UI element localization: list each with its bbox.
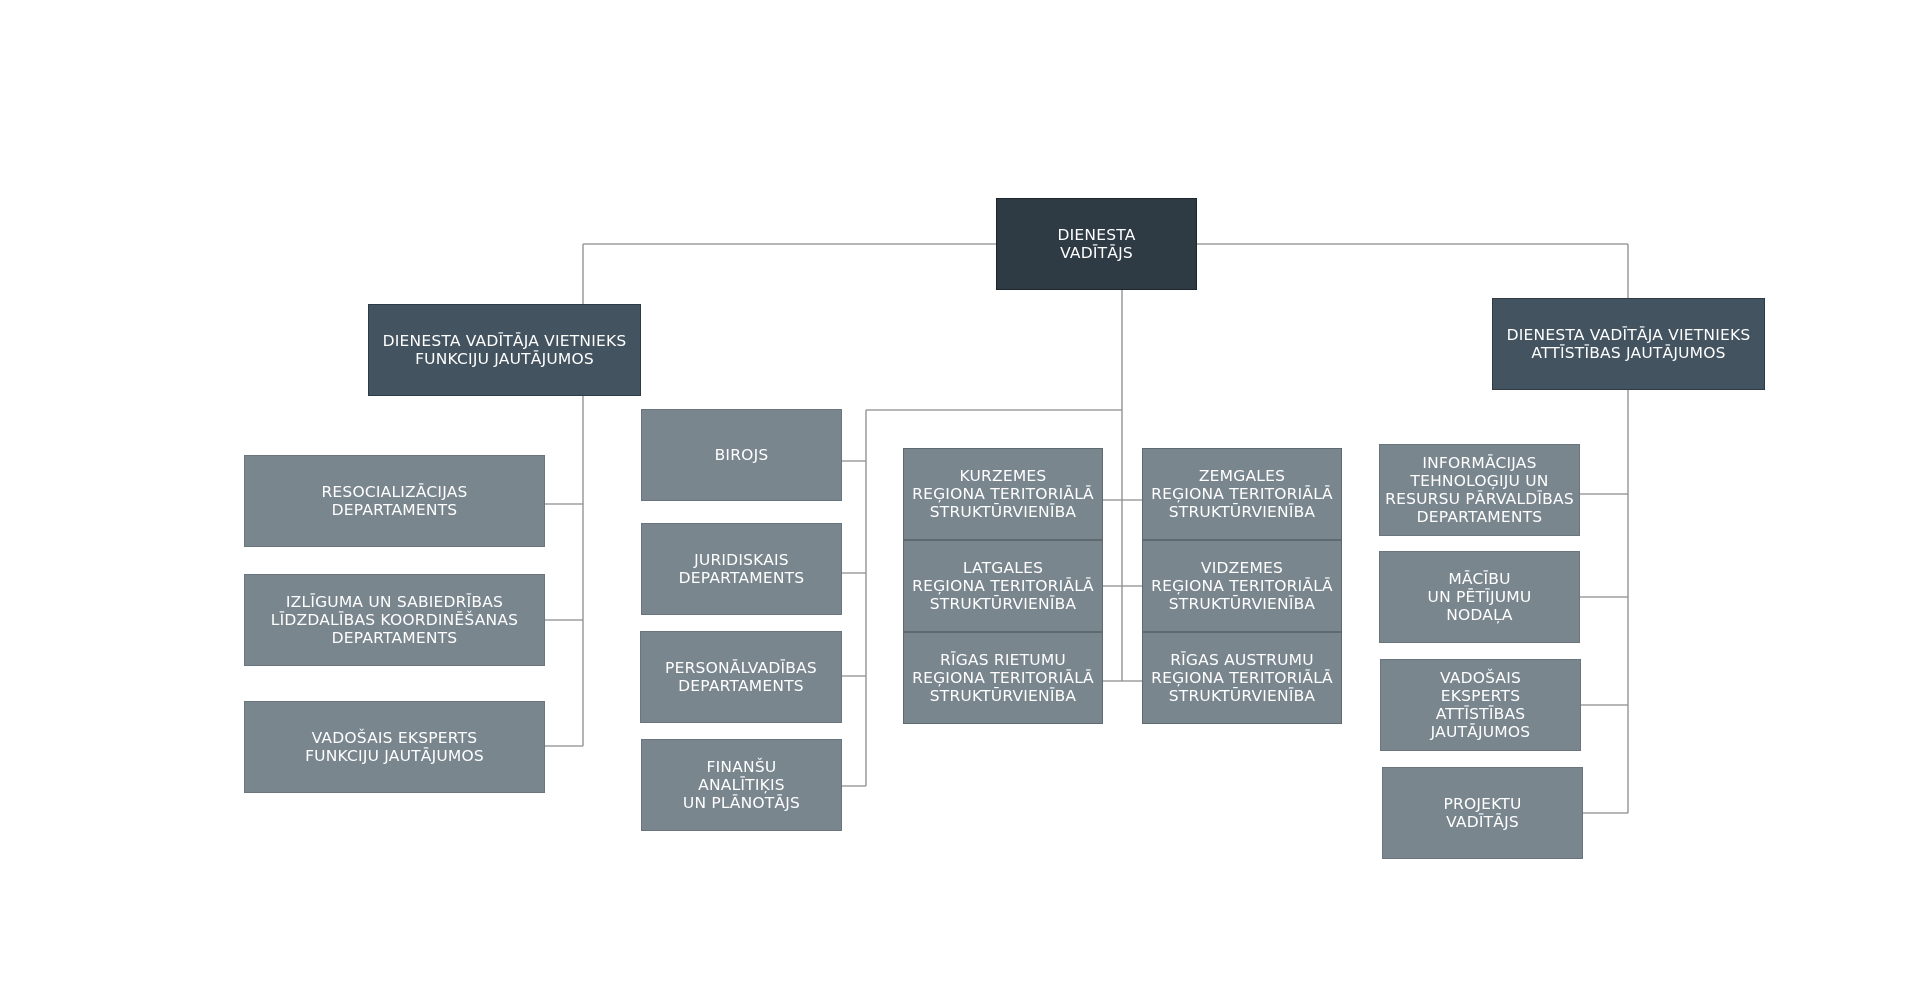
region-box: KURZEMES REĢIONA TERITORIĀLĀ STRUKTŪRVIE… <box>903 448 1103 540</box>
functions-unit-box: IZLĪGUMA UN SABIEDRĪBAS LĪDZDALĪBAS KOOR… <box>244 574 545 666</box>
region-box: VIDZEMES REĢIONA TERITORIĀLĀ STRUKTŪRVIE… <box>1142 540 1342 632</box>
director-box: DIENESTA VADĪTĀJS <box>996 198 1197 290</box>
functions-unit-box: VADOŠAIS EKSPERTS FUNKCIJU JAUTĀJUMOS <box>244 701 545 793</box>
development-unit-box: PROJEKTU VADĪTĀJS <box>1382 767 1583 859</box>
deputy-functions-box: DIENESTA VADĪTĀJA VIETNIEKS FUNKCIJU JAU… <box>368 304 641 396</box>
director-unit-box: FINANŠU ANALĪTIĶIS UN PLĀNOTĀJS <box>641 739 842 831</box>
deputy-development-box: DIENESTA VADĪTĀJA VIETNIEKS ATTĪSTĪBAS J… <box>1492 298 1765 390</box>
region-box: RĪGAS RIETUMU REĢIONA TERITORIĀLĀ STRUKT… <box>903 632 1103 724</box>
development-unit-box: INFORMĀCIJAS TEHNOLOĢIJU UN RESURSU PĀRV… <box>1379 444 1580 536</box>
region-box: ZEMGALES REĢIONA TERITORIĀLĀ STRUKTŪRVIE… <box>1142 448 1342 540</box>
development-unit-box: VADOŠAIS EKSPERTS ATTĪSTĪBAS JAUTĀJUMOS <box>1380 659 1581 751</box>
region-box: LATGALES REĢIONA TERITORIĀLĀ STRUKTŪRVIE… <box>903 540 1103 632</box>
region-box: RĪGAS AUSTRUMU REĢIONA TERITORIĀLĀ STRUK… <box>1142 632 1342 724</box>
director-unit-box: PERSONĀLVADĪBAS DEPARTAMENTS <box>640 631 842 723</box>
director-unit-box: JURIDISKAIS DEPARTAMENTS <box>641 523 842 615</box>
director-unit-box: BIROJS <box>641 409 842 501</box>
functions-unit-box: RESOCIALIZĀCIJAS DEPARTAMENTS <box>244 455 545 547</box>
development-unit-box: MĀCĪBU UN PĒTĪJUMU NODAĻA <box>1379 551 1580 643</box>
